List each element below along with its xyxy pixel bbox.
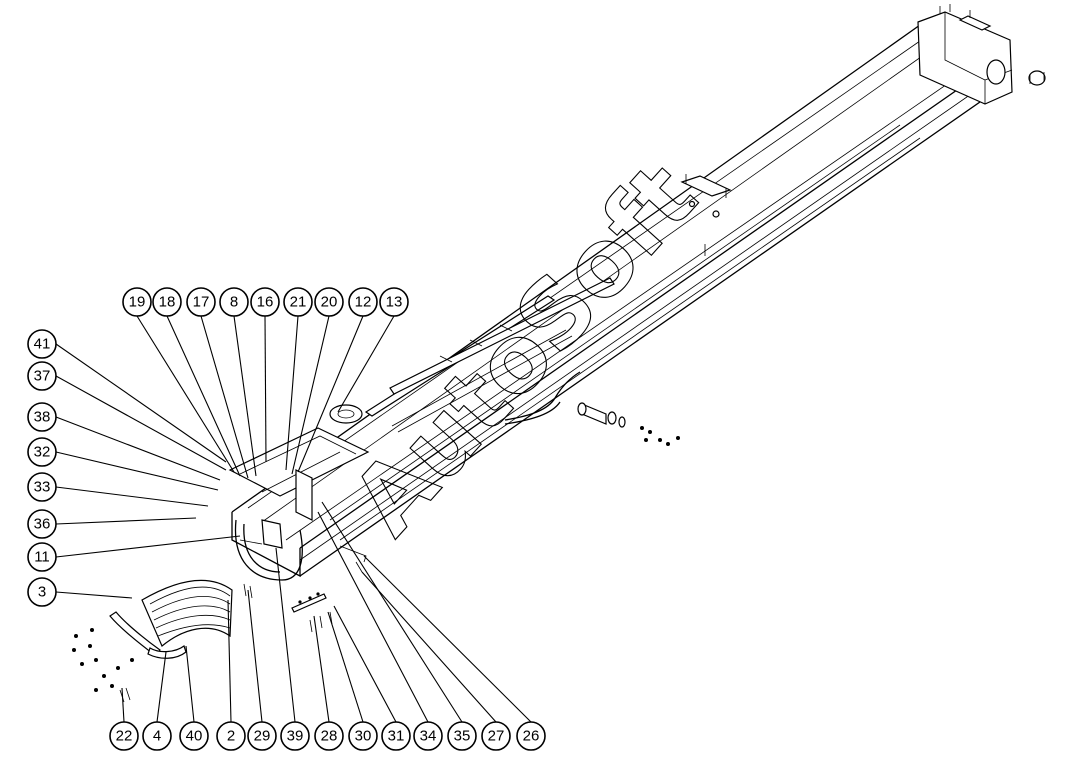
svg-text:18: 18 [159,294,176,311]
callout-18: 18 [152,287,182,317]
slide-rails [364,277,615,433]
svg-text:30: 30 [355,728,372,745]
curved-screen [109,579,233,659]
svg-text:35: 35 [454,728,471,745]
svg-text:29: 29 [254,728,271,745]
callout-38: 38 [27,402,57,432]
svg-text:13: 13 [386,294,403,311]
svg-text:32: 32 [34,444,51,461]
svg-text:37: 37 [34,368,51,385]
svg-text:40: 40 [186,728,203,745]
svg-text:21: 21 [290,294,307,311]
svg-text:12: 12 [355,294,372,311]
callout-22: 22 [109,721,139,751]
callout-30: 30 [348,721,378,751]
callout-35: 35 [447,721,477,751]
pin-and-washers [577,402,680,446]
svg-text:4: 4 [153,728,161,745]
hydraulic-hose [504,371,581,425]
svg-text:2: 2 [227,728,235,745]
callout-28: 28 [314,721,344,751]
watermark-text: AutoSoft [332,143,718,554]
callouts: 19 18 17 8 16 21 20 12 13 41 37 38 32 33… [27,287,546,751]
callout-17: 17 [186,287,216,317]
callout-33: 33 [27,472,57,502]
callout-36: 36 [27,509,57,539]
loose-bolts [72,628,134,703]
callout-4: 4 [142,721,172,751]
svg-text:39: 39 [287,728,304,745]
callout-29: 29 [247,721,277,751]
svg-text:28: 28 [321,728,338,745]
top-sheave [329,404,363,424]
svg-text:19: 19 [129,294,146,311]
svg-text:20: 20 [321,294,338,311]
callout-39: 39 [280,721,310,751]
callout-19: 19 [122,287,152,317]
callout-21: 21 [283,287,313,317]
callout-40: 40 [179,721,209,751]
mid-saddle-bracket [680,174,732,256]
callout-11: 11 [27,542,57,572]
callout-27: 27 [481,721,511,751]
callout-20: 20 [314,287,344,317]
svg-text:38: 38 [34,409,51,426]
head-frame [228,427,370,581]
svg-text:16: 16 [257,294,274,311]
callout-37: 37 [27,361,57,391]
svg-text:27: 27 [488,728,505,745]
lower-small-parts [243,545,367,633]
callout-32: 32 [27,437,57,467]
svg-text:3: 3 [38,584,46,601]
leader-lines [55,315,532,723]
svg-text:34: 34 [420,728,437,745]
svg-text:17: 17 [193,294,210,311]
callout-16: 16 [250,287,280,317]
callout-34: 34 [413,721,443,751]
end-cap-block [917,4,1046,105]
svg-text:36: 36 [34,516,51,533]
callout-13: 13 [379,287,409,317]
svg-text:41: 41 [34,336,51,353]
svg-text:8: 8 [230,294,238,311]
callout-2: 2 [216,721,246,751]
callout-3: 3 [27,577,57,607]
svg-text:33: 33 [34,479,51,496]
svg-text:26: 26 [523,728,540,745]
callout-12: 12 [348,287,378,317]
svg-text:22: 22 [116,728,133,745]
callout-8: 8 [219,287,249,317]
callout-31: 31 [381,721,411,751]
svg-text:31: 31 [388,728,405,745]
callout-26: 26 [516,721,546,751]
callout-41: 41 [27,329,57,359]
svg-text:11: 11 [34,549,50,566]
